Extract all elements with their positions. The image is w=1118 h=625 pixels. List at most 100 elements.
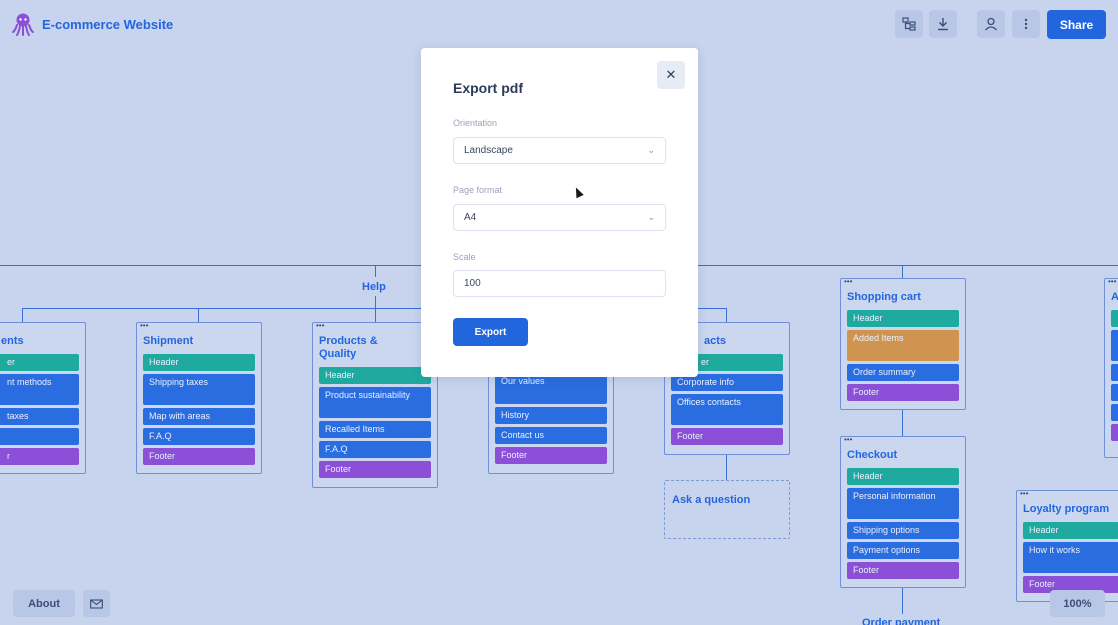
block-item[interactable]: [0, 428, 79, 445]
block-personal-information[interactable]: Personal information: [847, 488, 959, 519]
connector-line: [22, 308, 23, 322]
block-order-summary[interactable]: Order summary: [847, 364, 959, 381]
block-footer[interactable]: Footer: [847, 384, 959, 401]
sitemap-card-shipment[interactable]: ••• Shipment Header Shipping taxes Map w…: [136, 322, 262, 474]
block-map-with-areas[interactable]: Map with areas: [143, 408, 255, 425]
block-footer[interactable]: Footer: [847, 562, 959, 579]
sitemap-card-payments[interactable]: ••• ents er nt methods taxes r: [0, 322, 86, 474]
connector-line: [726, 308, 727, 322]
mail-icon: [90, 598, 103, 609]
block-header[interactable]: [1111, 310, 1118, 327]
block-footer[interactable]: Footer: [319, 461, 431, 478]
orientation-select[interactable]: Landscape ⌄: [453, 137, 666, 164]
scale-input[interactable]: 100: [453, 270, 666, 297]
block-payment-methods[interactable]: nt methods: [0, 374, 79, 405]
app-logo[interactable]: E-commerce Website: [12, 12, 173, 36]
connector-line: [902, 588, 903, 614]
sitemap-card-ask-question[interactable]: Ask a question: [664, 480, 790, 539]
block-footer[interactable]: r: [0, 448, 79, 465]
scale-value: 100: [464, 278, 481, 289]
card-title: Shopping cart: [847, 291, 921, 303]
block-taxes[interactable]: taxes: [0, 408, 79, 425]
card-menu-dots: •••: [140, 321, 149, 330]
more-options-button[interactable]: [1012, 10, 1040, 38]
card-title: Loyalty program: [1023, 503, 1110, 515]
block-payment-options[interactable]: Payment options: [847, 542, 959, 559]
block-header[interactable]: er: [671, 354, 783, 371]
sitemap-card-contacts[interactable]: ••• acts er Corporate info Offices conta…: [664, 322, 790, 455]
block-footer[interactable]: Footer: [495, 447, 607, 464]
block-faq[interactable]: F.A.Q: [319, 441, 431, 458]
block-history[interactable]: History: [495, 407, 607, 424]
user-button[interactable]: [977, 10, 1005, 38]
connector-line: [375, 296, 376, 322]
block-recalled-items[interactable]: Recalled Items: [319, 421, 431, 438]
block-footer[interactable]: Footer: [1023, 576, 1118, 593]
card-title: Products & Quality: [319, 335, 378, 360]
block-footer[interactable]: Footer: [143, 448, 255, 465]
connector-line: [198, 308, 199, 322]
block-added-items[interactable]: Added Items: [847, 330, 959, 361]
share-button[interactable]: Share: [1047, 10, 1106, 39]
block-offices-contacts[interactable]: Offices contacts: [671, 394, 783, 425]
close-icon: ✕: [665, 67, 677, 82]
card-menu-dots: •••: [1020, 489, 1029, 498]
export-button[interactable]: Export: [453, 318, 528, 346]
download-button[interactable]: [929, 10, 957, 38]
card-menu-dots: •••: [316, 321, 325, 330]
mail-button[interactable]: [83, 590, 110, 617]
sitemap-icon: [902, 17, 916, 31]
block-header[interactable]: Header: [1023, 522, 1118, 539]
card-title: acts: [704, 335, 727, 347]
dialog-title: Export pdf: [453, 80, 523, 96]
sitemap-card-checkout[interactable]: ••• Checkout Header Personal information…: [840, 436, 966, 588]
app-title: E-commerce Website: [42, 16, 174, 32]
download-icon: [938, 18, 948, 31]
sitemap-view-button[interactable]: [895, 10, 923, 38]
block-item[interactable]: [1111, 404, 1118, 421]
sitemap-card-loyalty-program[interactable]: ••• Loyalty program Header How it works …: [1016, 490, 1118, 602]
block-how-it-works[interactable]: How it works: [1023, 542, 1118, 573]
help-label: Help: [362, 281, 386, 293]
block-header[interactable]: Header: [847, 468, 959, 485]
order-payment-title: Order payment: [862, 617, 941, 625]
block-our-values[interactable]: Our values: [495, 373, 607, 404]
about-button[interactable]: About: [13, 590, 75, 617]
page-format-select[interactable]: A4 ⌄: [453, 204, 666, 231]
card-title: Ask a question: [672, 494, 751, 506]
block-item[interactable]: [1111, 364, 1118, 381]
block-header[interactable]: Header: [319, 367, 431, 384]
block-shipping-taxes[interactable]: Shipping taxes: [143, 374, 255, 405]
sitemap-card-products-quality[interactable]: ••• Products & Quality Header Product su…: [312, 322, 438, 488]
close-button[interactable]: ✕: [657, 61, 685, 89]
block-footer[interactable]: [1111, 424, 1118, 441]
block-item[interactable]: [1111, 384, 1118, 401]
block-header[interactable]: er: [0, 354, 79, 371]
card-menu-dots: •••: [844, 435, 853, 444]
card-title: A: [1111, 291, 1118, 303]
card-menu-dots: •••: [844, 277, 853, 286]
octopus-logo-icon: [12, 13, 34, 36]
block-faq[interactable]: F.A.Q: [143, 428, 255, 445]
export-pdf-dialog: Export pdf ✕ Orientation Landscape ⌄ Pag…: [421, 48, 698, 377]
orientation-value: Landscape: [464, 145, 513, 156]
block-product-sustainability[interactable]: Product sustainability: [319, 387, 431, 418]
block-item[interactable]: [1111, 330, 1118, 361]
card-menu-dots: •••: [1108, 277, 1117, 286]
orientation-label: Orientation: [453, 118, 498, 128]
card-menu-dots: •••: [0, 323, 79, 331]
block-header[interactable]: Header: [847, 310, 959, 327]
user-icon: [985, 17, 997, 31]
block-corporate-info[interactable]: Corporate info: [671, 374, 783, 391]
chevron-down-icon: ⌄: [647, 145, 655, 155]
scale-label: Scale: [453, 252, 476, 262]
sitemap-card-shopping-cart[interactable]: ••• Shopping cart Header Added Items Ord…: [840, 278, 966, 410]
zoom-level[interactable]: 100%: [1050, 590, 1105, 617]
sitemap-card-partial[interactable]: ••• A: [1104, 278, 1118, 458]
block-shipping-options[interactable]: Shipping options: [847, 522, 959, 539]
block-footer[interactable]: Footer: [671, 428, 783, 445]
block-contact-us[interactable]: Contact us: [495, 427, 607, 444]
block-header[interactable]: Header: [143, 354, 255, 371]
card-title: Checkout: [847, 449, 898, 461]
card-title: ents: [1, 335, 24, 347]
